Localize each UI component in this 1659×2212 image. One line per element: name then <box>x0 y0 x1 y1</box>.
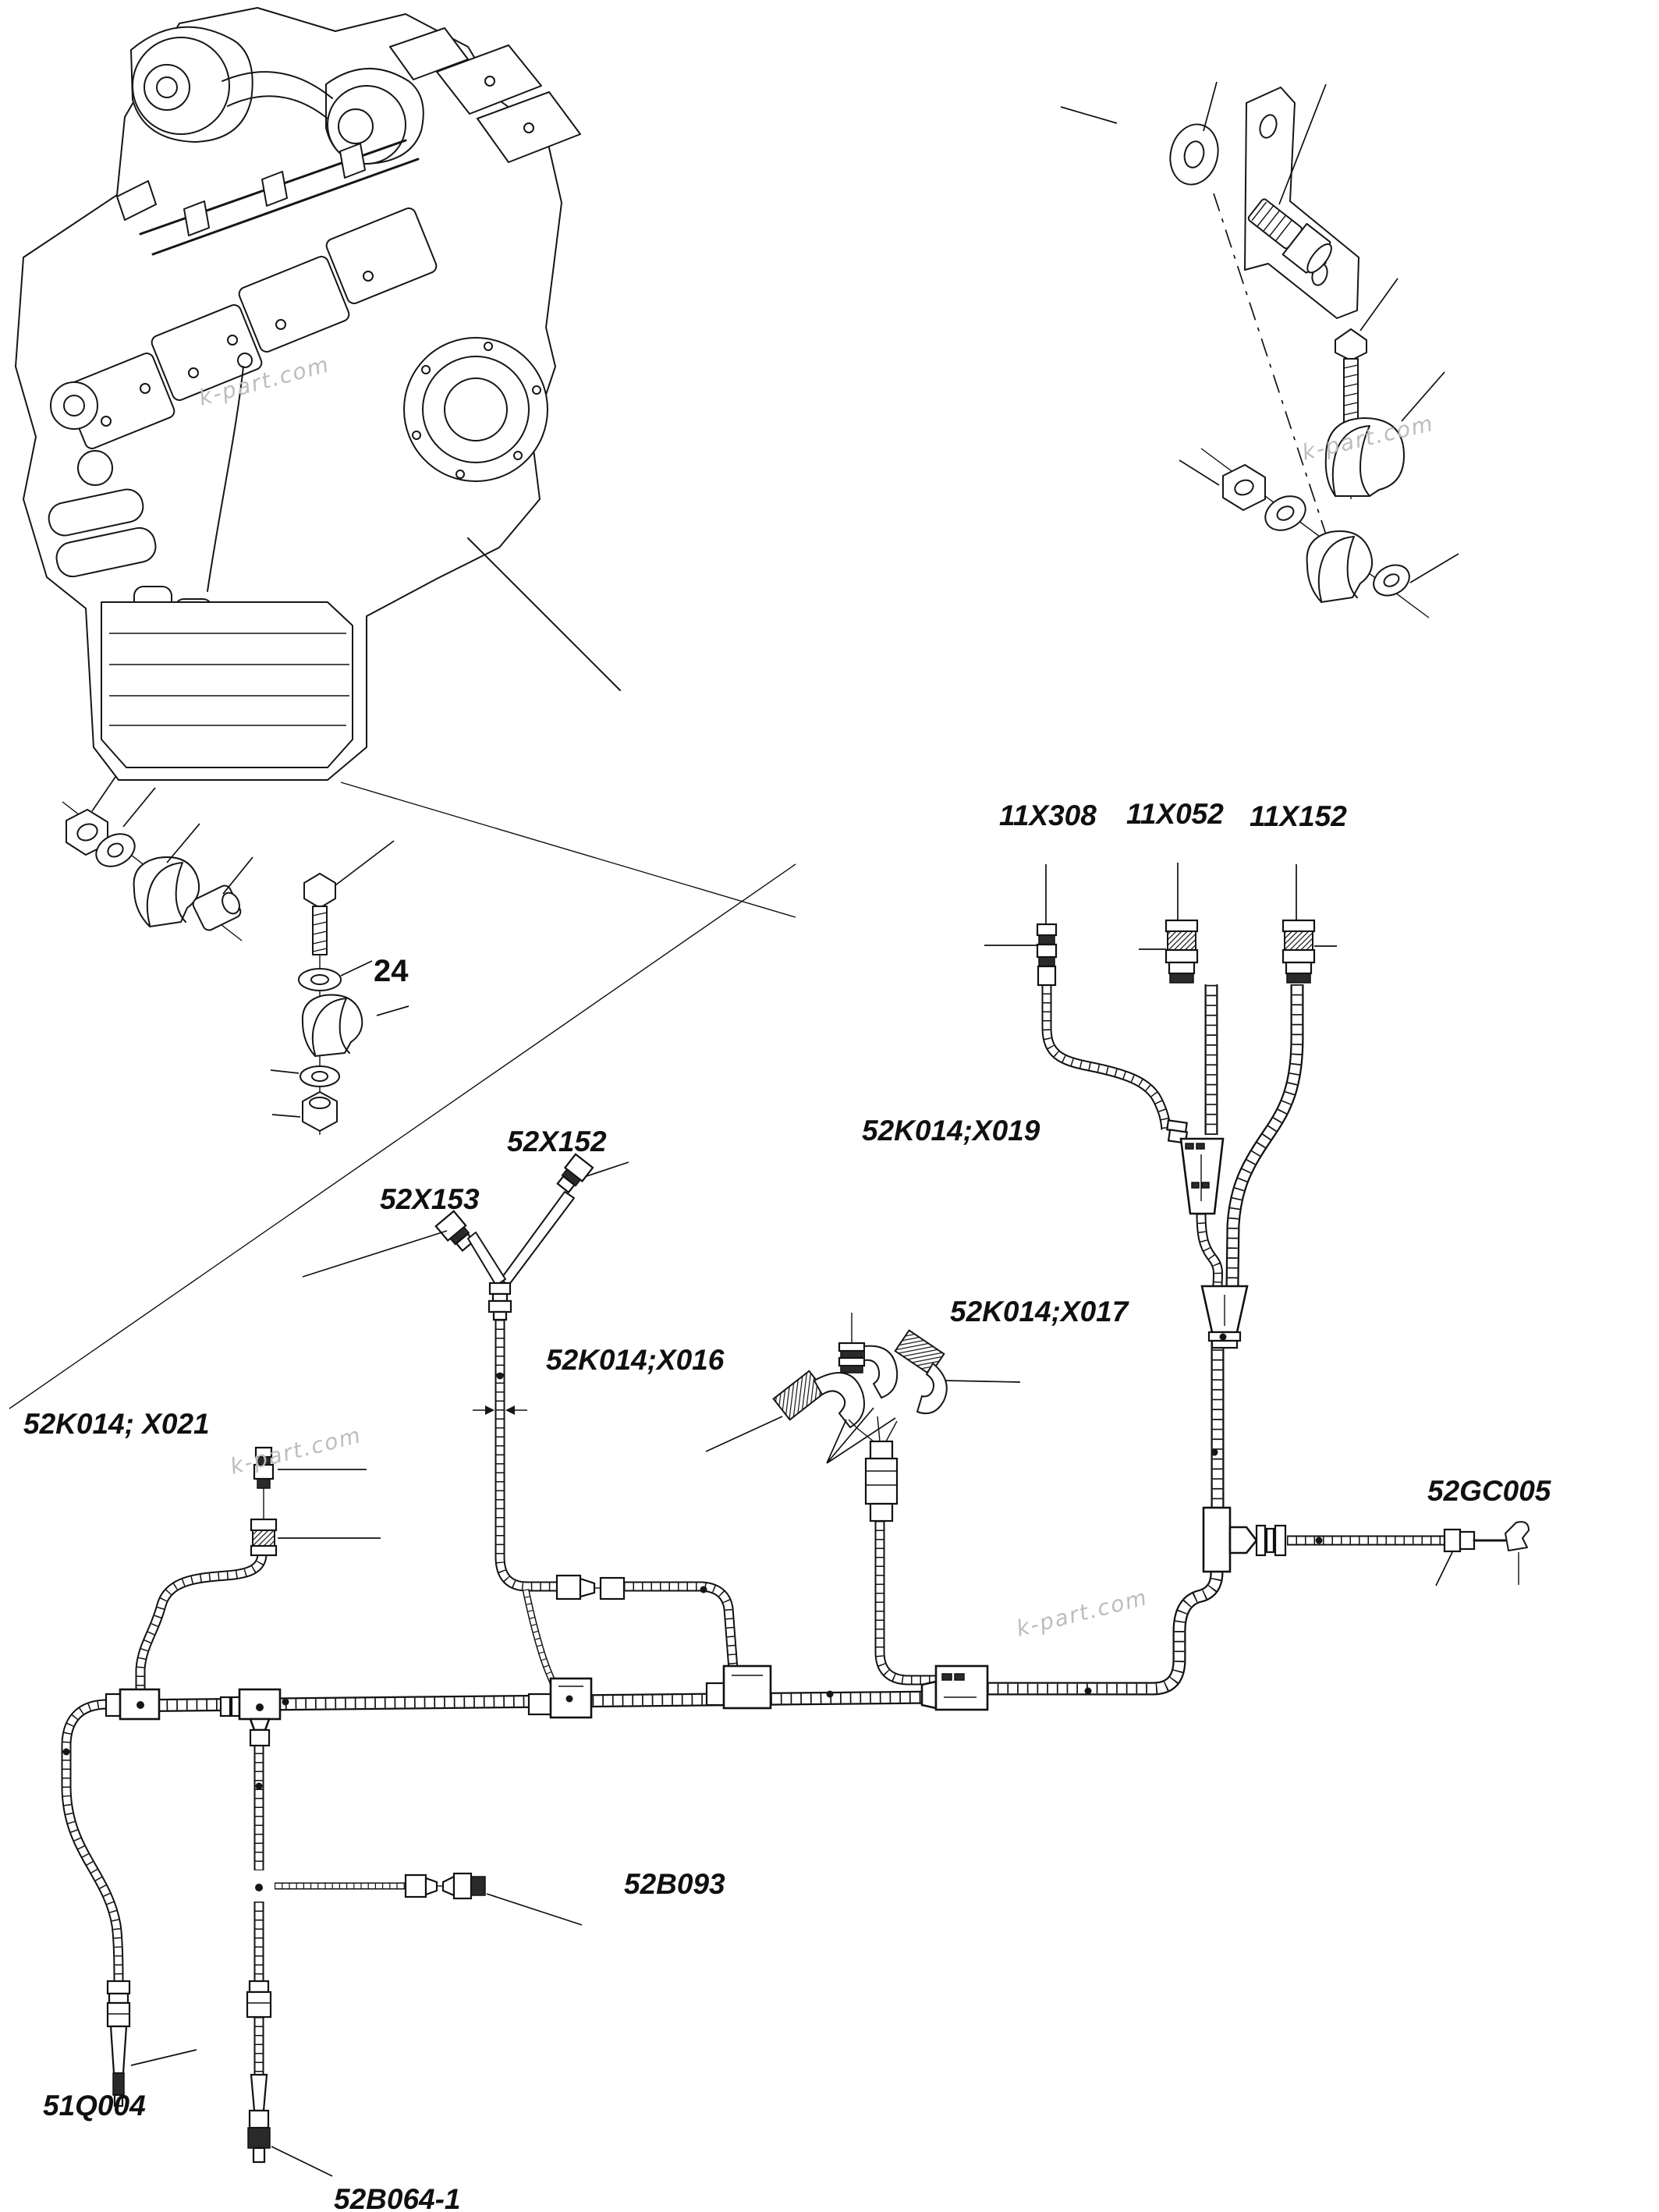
hex-nut <box>302 1091 338 1132</box>
wire-fan-leaders <box>826 1407 896 1464</box>
label-51Q004: 51Q004 <box>43 2090 146 2122</box>
hex-nut <box>66 809 108 856</box>
connector-52b093 <box>255 1872 486 1900</box>
y-junction-a <box>527 1677 593 1719</box>
section-divider-lines <box>9 782 796 1409</box>
valve-covers-right-bank <box>389 27 581 163</box>
flat-washer-small <box>1264 495 1306 531</box>
flat-washer <box>298 968 342 991</box>
flywheel-housing <box>403 337 548 482</box>
watermark: k-part.com <box>228 1422 364 1480</box>
connector-52x152 <box>556 1153 594 1194</box>
flat-washer-tiny <box>1373 564 1410 597</box>
label-52B064-1: 52B064-1 <box>334 2183 461 2212</box>
y-sleeve-x152-x153 <box>487 1281 512 1321</box>
inline-connector-x1523 <box>555 1574 626 1601</box>
label-11X052: 11X052 <box>1126 798 1224 830</box>
label-11X152: 11X152 <box>1250 800 1347 832</box>
bracket-fastener-group <box>1060 81 1459 619</box>
cable-clamp-small <box>1306 530 1373 603</box>
y-junction-upper <box>1179 1137 1225 1215</box>
elbow-connector-x017 <box>894 1329 948 1415</box>
label-52X153: 52X153 <box>380 1183 480 1215</box>
hex-bolt-vertical <box>1335 328 1367 499</box>
flat-washer <box>95 833 136 867</box>
t-junction-gc005 <box>1202 1506 1287 1573</box>
watermark: k-part.com <box>1014 1584 1150 1642</box>
label-52K014-X021: 52K014; X021 <box>23 1408 210 1440</box>
connector-51q004 <box>62 1748 131 2107</box>
x153-taper-arm <box>467 1232 506 1286</box>
label-24: 24 <box>374 954 409 988</box>
cable-clamp <box>301 994 363 1057</box>
turbocharger-right <box>325 67 424 165</box>
label-52B093: 52B093 <box>624 1868 725 1900</box>
turbocharger-left <box>130 26 253 143</box>
elbow-connector-middle <box>838 1313 899 1398</box>
cable-clamp <box>133 856 200 927</box>
wiring-harness <box>62 919 1530 2164</box>
label-52GC005: 52GC005 <box>1427 1475 1552 1507</box>
flat-washer <box>1169 123 1219 186</box>
y-junction-b <box>705 1664 772 1710</box>
label-52X152: 52X152 <box>507 1125 607 1157</box>
label-52K014-X016: 52K014;X016 <box>546 1344 725 1376</box>
engine-illustration <box>15 7 621 781</box>
inline-connector-c1 <box>1166 1119 1189 1144</box>
hex-nut-small <box>1222 464 1266 511</box>
label-52K014-X017: 52K014;X017 <box>950 1296 1130 1328</box>
x152-taper-arm <box>500 1191 575 1286</box>
connector-11x152 <box>1281 919 1316 984</box>
label-52K014-X019: 52K014;X019 <box>862 1115 1040 1147</box>
hex-bolt <box>1247 198 1332 274</box>
bolt-column-item24 <box>270 840 409 1135</box>
label-11X308: 11X308 <box>999 799 1097 831</box>
t-junction-b064 <box>219 1688 282 1747</box>
connector-11x308 <box>1036 923 1058 987</box>
gc005-cable-end <box>1443 1521 1530 1585</box>
valve-covers-left-bank <box>63 207 438 449</box>
part-labels: 11X308 11X052 11X152 52K014;X019 52X152 … <box>23 798 1552 2212</box>
branch-connector-x016-x017 <box>864 1440 899 1523</box>
connector-52b064 <box>246 1782 272 2164</box>
cable-clamp <box>1324 417 1405 497</box>
dimension-arrows <box>473 1406 527 1415</box>
hex-bolt <box>303 873 336 955</box>
elbow-connector-x016 <box>772 1370 865 1428</box>
t-junction-x021 <box>105 1688 161 1721</box>
y-junction-c <box>920 1664 989 1711</box>
centerline-dashdot <box>1213 193 1344 587</box>
flat-washer-lower <box>300 1065 340 1087</box>
connector-52k014-x021 <box>250 1446 278 1557</box>
connector-11x052 <box>1164 919 1199 984</box>
label-leader-lines <box>130 863 1453 2177</box>
left-fastener-group <box>62 776 253 941</box>
spacer-bushing <box>192 884 242 931</box>
